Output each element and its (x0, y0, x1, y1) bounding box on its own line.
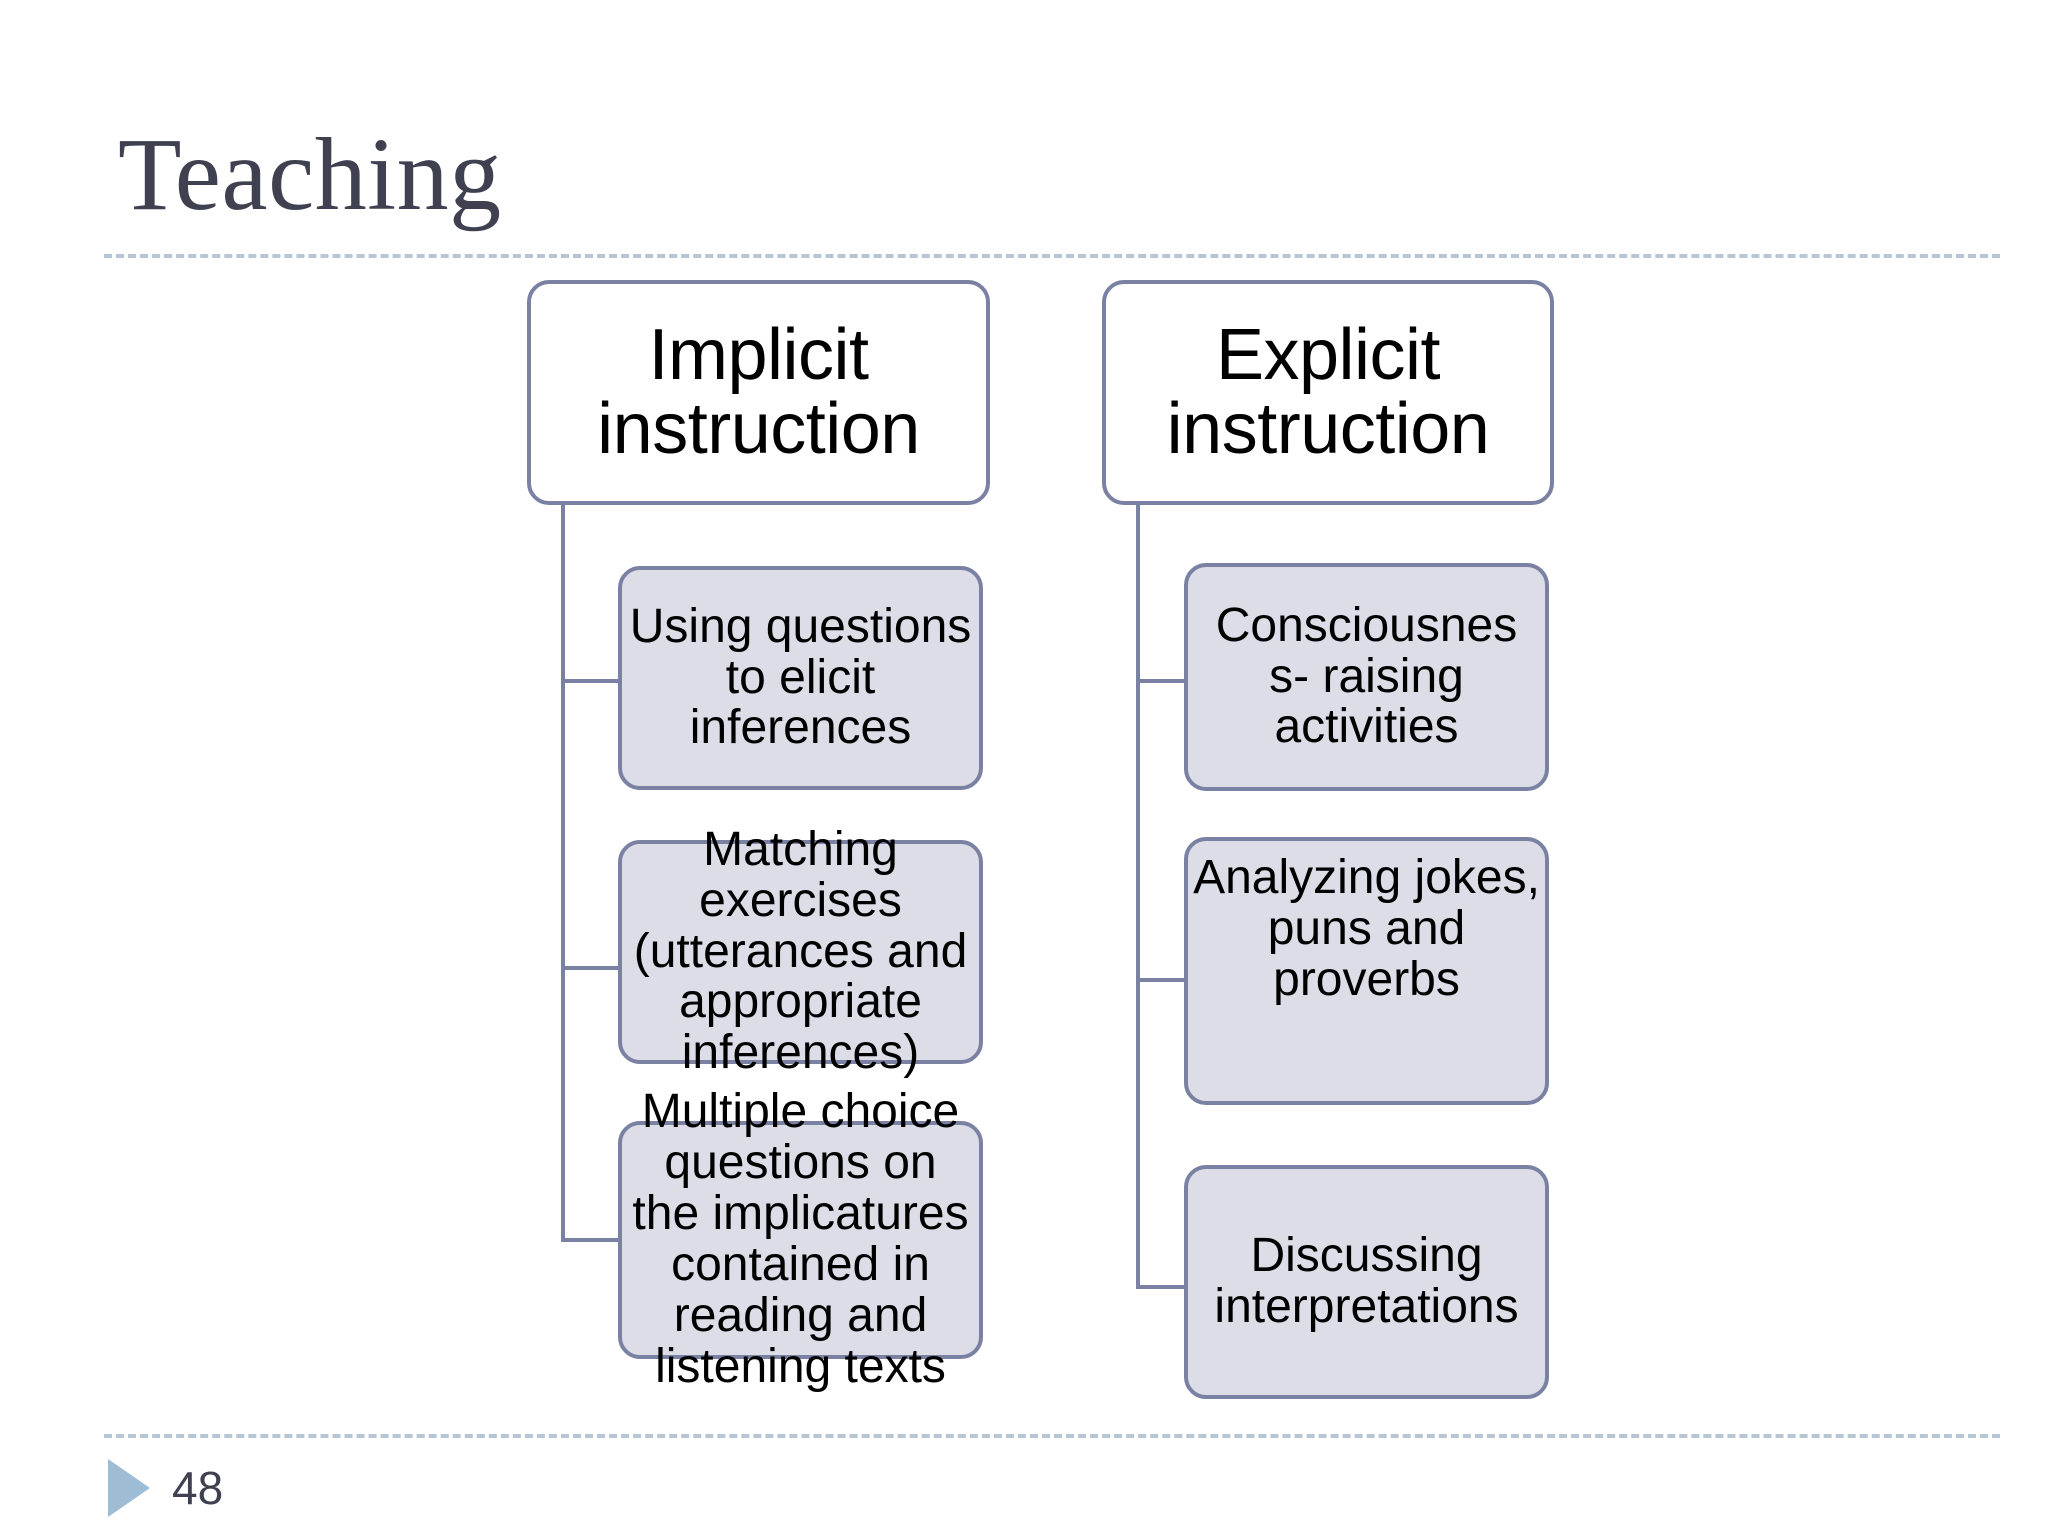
diagram-root-explicit-label: Explicit instruction (1166, 315, 1490, 469)
diagram-child-explicit-2-label: Analyzing jokes, puns and proverbs (1193, 851, 1540, 1006)
connector-stub-implicit-2 (561, 966, 620, 970)
header-divider (104, 254, 2000, 258)
footer: 48 (104, 1459, 223, 1517)
diagram-child-implicit-2[interactable]: Matching exercises (utterances and appro… (618, 824, 983, 1078)
page-title: Teaching (118, 117, 502, 232)
connector-stub-explicit-1 (1136, 679, 1186, 683)
connector-stub-explicit-2 (1136, 978, 1186, 982)
diagram-child-implicit-3-label: Multiple choice questions on the implica… (632, 1085, 969, 1393)
diagram-child-explicit-3[interactable]: Discussing interpretations (1184, 1165, 1549, 1399)
diagram-child-explicit-3-label: Discussing interpretations (1214, 1229, 1519, 1333)
diagram-root-explicit[interactable]: Explicit instruction (1102, 280, 1554, 505)
diagram-root-implicit-label: Implicit instruction (597, 315, 920, 469)
connector-trunk-explicit (1136, 505, 1140, 1285)
diagram-child-implicit-1[interactable]: Using questions to elicit inferences (618, 566, 983, 790)
diagram-root-implicit[interactable]: Implicit instruction (527, 280, 990, 505)
connector-stub-implicit-1 (561, 679, 620, 683)
diagram-child-explicit-1[interactable]: Consciousnes s- raising activities (1184, 563, 1549, 791)
footer-divider (104, 1434, 2000, 1438)
diagram-child-explicit-2[interactable]: Analyzing jokes, puns and proverbs (1184, 837, 1549, 1105)
connector-stub-implicit-3 (561, 1238, 620, 1242)
diagram-child-implicit-2-label: Matching exercises (utterances and appro… (633, 822, 968, 1080)
diagram-child-explicit-1-label: Consciousnes s- raising activities (1215, 598, 1518, 754)
connector-trunk-implicit (561, 505, 565, 1238)
diagram-child-implicit-3[interactable]: Multiple choice questions on the implica… (618, 1086, 983, 1392)
diagram-child-implicit-1-label: Using questions to elicit inferences (629, 599, 972, 755)
triangle-bullet-icon (108, 1459, 150, 1517)
slide-number: 48 (172, 1462, 224, 1514)
connector-stub-explicit-3 (1136, 1285, 1186, 1289)
